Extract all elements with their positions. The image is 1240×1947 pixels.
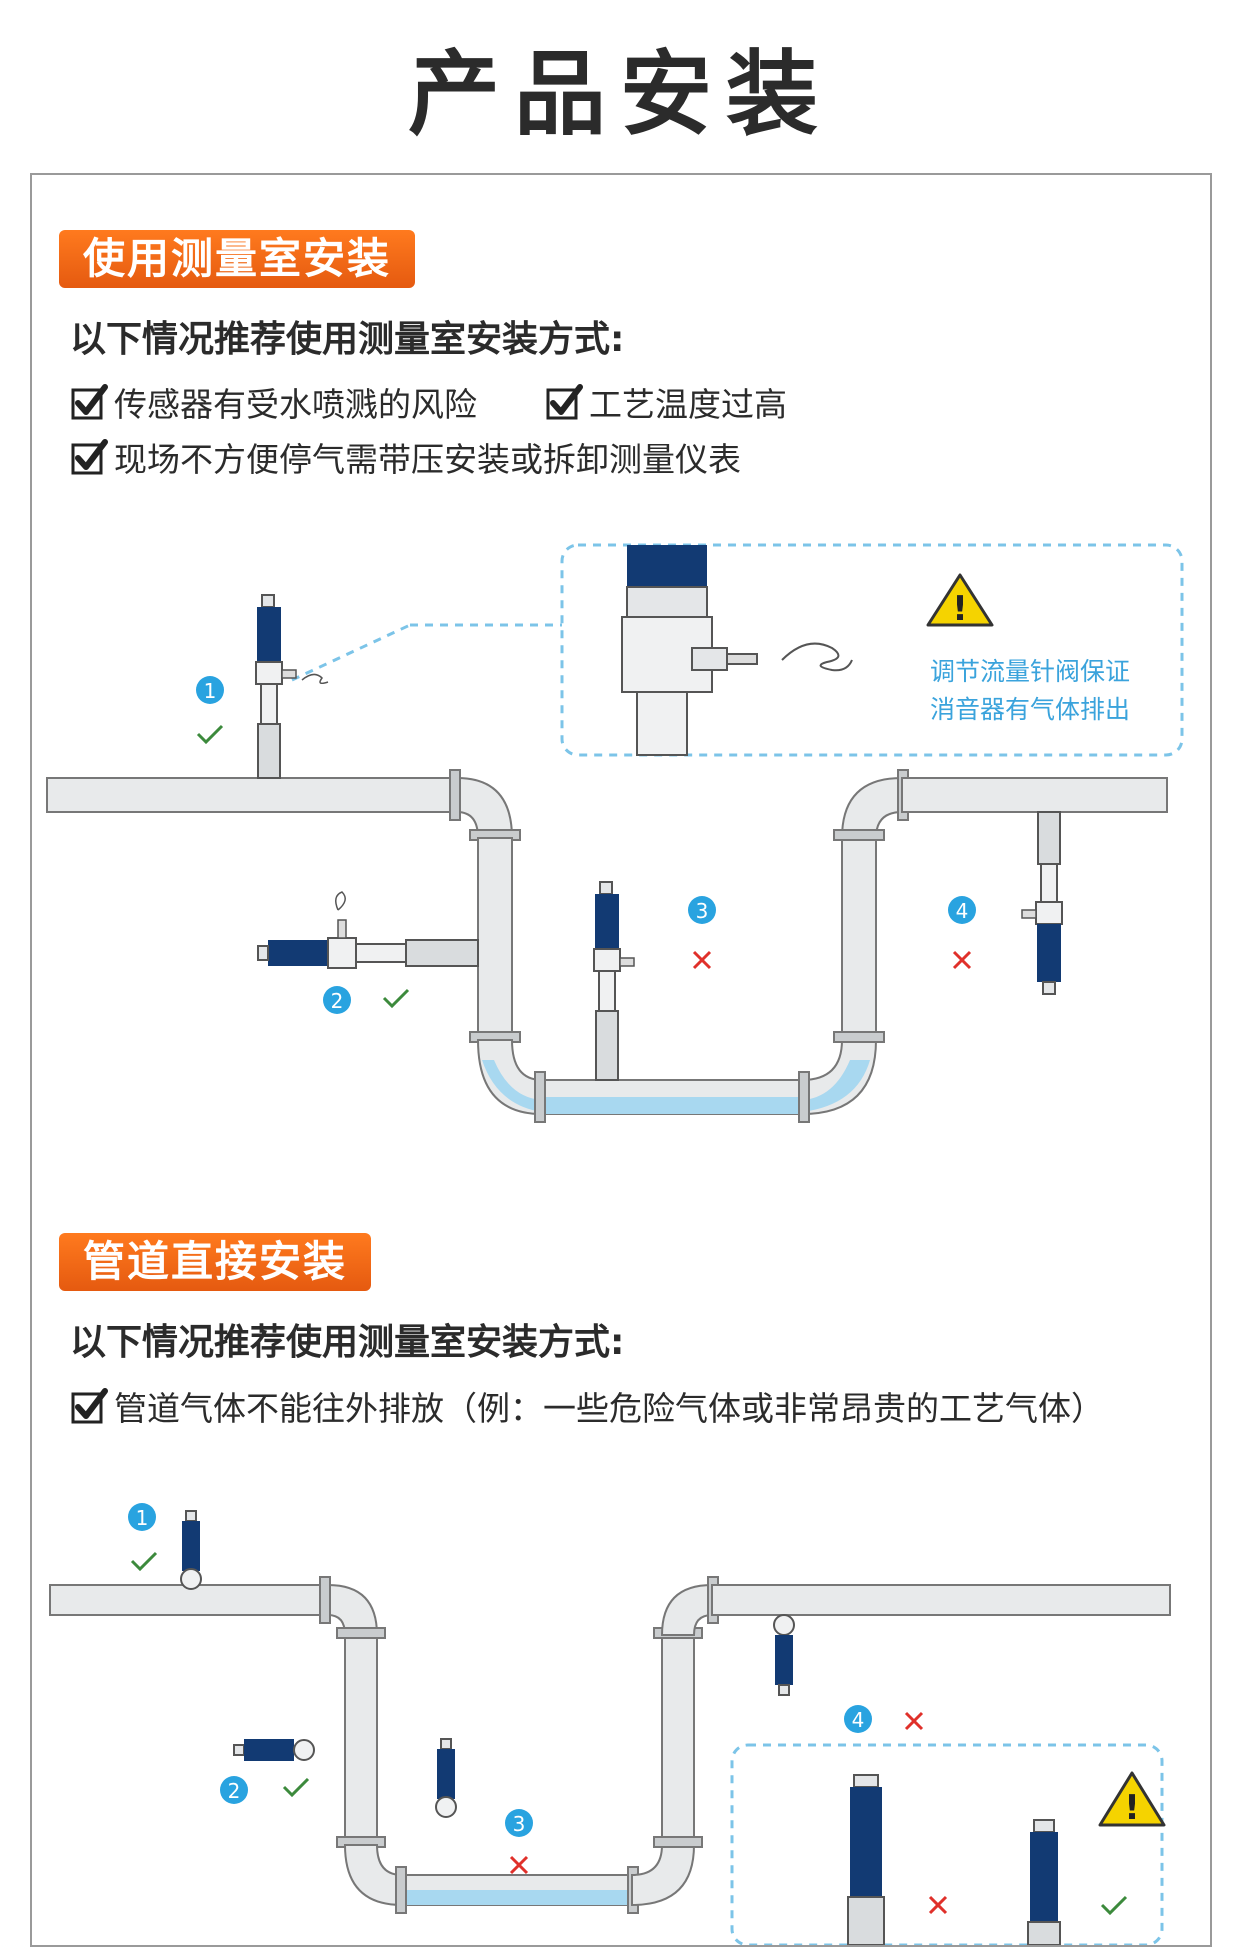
sensor-4 (1021, 811, 1063, 995)
marker-4: 4 (948, 896, 976, 970)
section1-badge: 使用测量室安装 (59, 230, 416, 288)
check-mark-icon (382, 988, 410, 1009)
warning-icon: ! (926, 573, 994, 629)
section2-heading: 以下情况推荐使用测量室安装方式: (70, 1322, 625, 1363)
detail-callout-box-2 (730, 1743, 1164, 1945)
marker2-3: 3 (505, 1809, 533, 1875)
section1-item-1: 传感器有受水喷溅的风险 (70, 378, 477, 426)
cross-mark-icon (509, 1855, 529, 1875)
page-title: 产品安装 (407, 41, 832, 148)
section1-pipe-diagram: ! (46, 543, 1184, 1123)
warning-icon: ! (1098, 1771, 1166, 1828)
number-circle-icon (323, 986, 351, 1014)
direct-sensor-1 (180, 1510, 202, 1590)
section2-pipe-diagram: ! 1 2 3 4 (49, 1503, 1171, 1945)
cross-mark-icon (904, 1711, 924, 1731)
sensor-2 (257, 891, 479, 969)
marker-3-number: 3 (696, 899, 709, 923)
check-mark-icon (282, 1777, 310, 1798)
install-card: 使用测量室安装 以下情况推荐使用测量室安装方式: 传感器有受水喷溅的风险 工艺温… (30, 173, 1212, 1947)
marker2-4: 4 (844, 1705, 924, 1733)
marker2-1-number: 1 (136, 1506, 149, 1530)
number-circle-icon (128, 1503, 156, 1531)
cross-mark-icon (928, 1895, 948, 1915)
check-mark-icon (196, 724, 224, 745)
svg-text:!: ! (952, 589, 968, 629)
marker2-2-number: 2 (228, 1779, 241, 1803)
number-circle-icon (505, 1809, 533, 1837)
checkbox-check-icon (546, 384, 583, 420)
section2-badge: 管道直接安装 (59, 1233, 372, 1291)
callout-note-line1: 调节流量针阀保证 (930, 657, 1131, 686)
sensor-3 (593, 881, 635, 1081)
callout-note-line2: 消音器有气体排出 (930, 695, 1131, 724)
direct-sensor-3 (435, 1738, 457, 1818)
section1-item-2-label: 工艺温度过高 (589, 385, 787, 424)
section1-item-2: 工艺温度过高 (545, 378, 787, 426)
detail-sensor (621, 545, 853, 756)
check-mark-icon (130, 1551, 158, 1572)
checkbox-check-icon (71, 439, 108, 475)
svg-text:!: ! (1124, 1788, 1140, 1828)
check-mark-icon (1100, 1895, 1128, 1916)
cross-mark-icon (692, 950, 712, 970)
number-circle-icon (948, 896, 976, 924)
section1-item-3: 现场不方便停气需带压安装或拆卸测量仪表 (70, 433, 741, 481)
section1-item-1-label: 传感器有受水喷溅的风险 (114, 385, 477, 424)
marker-3: 3 (688, 896, 716, 970)
detail-sensor-right (1027, 1819, 1061, 1945)
checkbox-check-icon (71, 384, 108, 420)
direct-sensor-2 (233, 1739, 315, 1761)
marker2-1: 1 (128, 1503, 158, 1572)
marker-1-number: 1 (204, 679, 217, 703)
detail-callout-box (560, 543, 1184, 757)
marker-1: 1 (196, 676, 224, 745)
section2-item-1: 管道气体不能往外排放（例：一些危险气体或非常昂贵的工艺气体） (70, 1382, 1104, 1430)
marker2-3-number: 3 (513, 1812, 526, 1836)
number-circle-icon (688, 896, 716, 924)
section1-heading: 以下情况推荐使用测量室安装方式: (70, 319, 625, 360)
marker-2-number: 2 (331, 989, 344, 1013)
section2-item-1-label: 管道气体不能往外排放（例：一些危险气体或非常昂贵的工艺气体） (114, 1389, 1104, 1428)
checkbox-check-icon (71, 1388, 108, 1424)
marker2-4-number: 4 (852, 1708, 865, 1732)
section1-item-3-label: 现场不方便停气需带压安装或拆卸测量仪表 (114, 440, 741, 479)
marker-2: 2 (323, 986, 410, 1014)
marker2-2: 2 (220, 1776, 310, 1804)
number-circle-icon (196, 676, 224, 704)
cross-mark-icon (952, 950, 972, 970)
number-circle-icon (220, 1776, 248, 1804)
number-circle-icon (844, 1705, 872, 1733)
marker-4-number: 4 (956, 899, 969, 923)
direct-sensor-4 (773, 1614, 795, 1696)
sensor-1 (255, 594, 329, 779)
